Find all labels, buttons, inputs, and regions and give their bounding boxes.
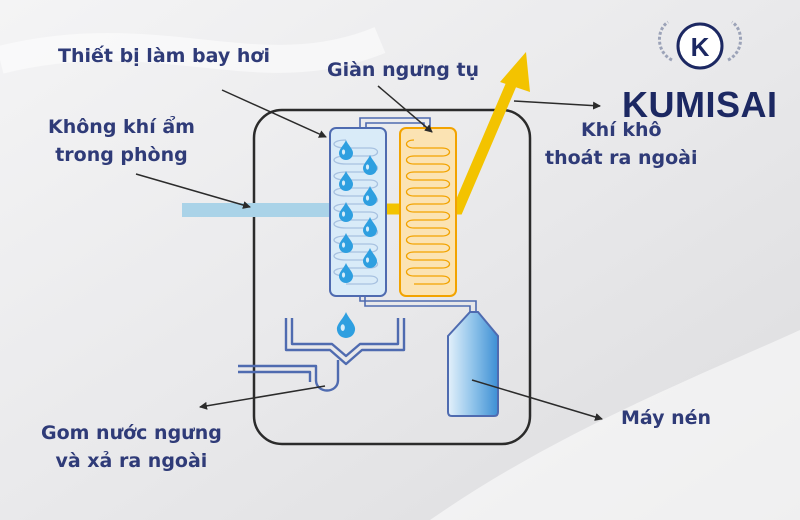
kumisai-logo: K [658, 20, 742, 70]
humid-air-label: Không khí ẩm trong phòng [48, 114, 195, 169]
water-droplet-icon [363, 248, 377, 268]
compressor-label: Máy nén [621, 407, 712, 429]
humid-air-line-1: Không khí ẩm [48, 116, 195, 138]
water-drain-label: Gom nước ngưng và xả ra ngoài [41, 420, 222, 475]
water-droplet-icon [339, 263, 353, 283]
water-droplet-icon [363, 155, 377, 175]
water-drain-line-1: Gom nước ngưng [41, 422, 222, 444]
water-droplets [336, 140, 377, 338]
dry-air-line-1: Khí khô [580, 119, 662, 141]
brand-name: KUMISAI [622, 84, 778, 125]
water-droplet-icon [339, 140, 353, 160]
device-casing [252, 108, 532, 446]
water-tray [238, 318, 406, 392]
dry-air-label: Khí khô thoát ra ngoài [545, 117, 698, 172]
water-droplet-icon [339, 202, 353, 222]
water-droplet-icon [336, 312, 356, 338]
water-droplet-icon [363, 186, 377, 206]
water-drain-line-2: và xả ra ngoài [55, 449, 208, 472]
condenser [399, 127, 457, 297]
water-droplet-icon [339, 171, 353, 191]
humid-air-line-2: trong phòng [55, 143, 188, 166]
callout-lines [135, 85, 603, 421]
evaporator-label: Thiết bị làm bay hơi [58, 45, 270, 67]
logo-letter: K [691, 32, 710, 62]
compressor [447, 311, 499, 417]
humid-air-flow [182, 203, 332, 217]
condenser-label: Giàn ngưng tụ [327, 59, 480, 81]
dry-air-line-2: thoát ra ngoài [545, 146, 698, 169]
water-droplet-icon [339, 233, 353, 253]
evaporator [329, 127, 387, 297]
water-droplet-icon [363, 217, 377, 237]
